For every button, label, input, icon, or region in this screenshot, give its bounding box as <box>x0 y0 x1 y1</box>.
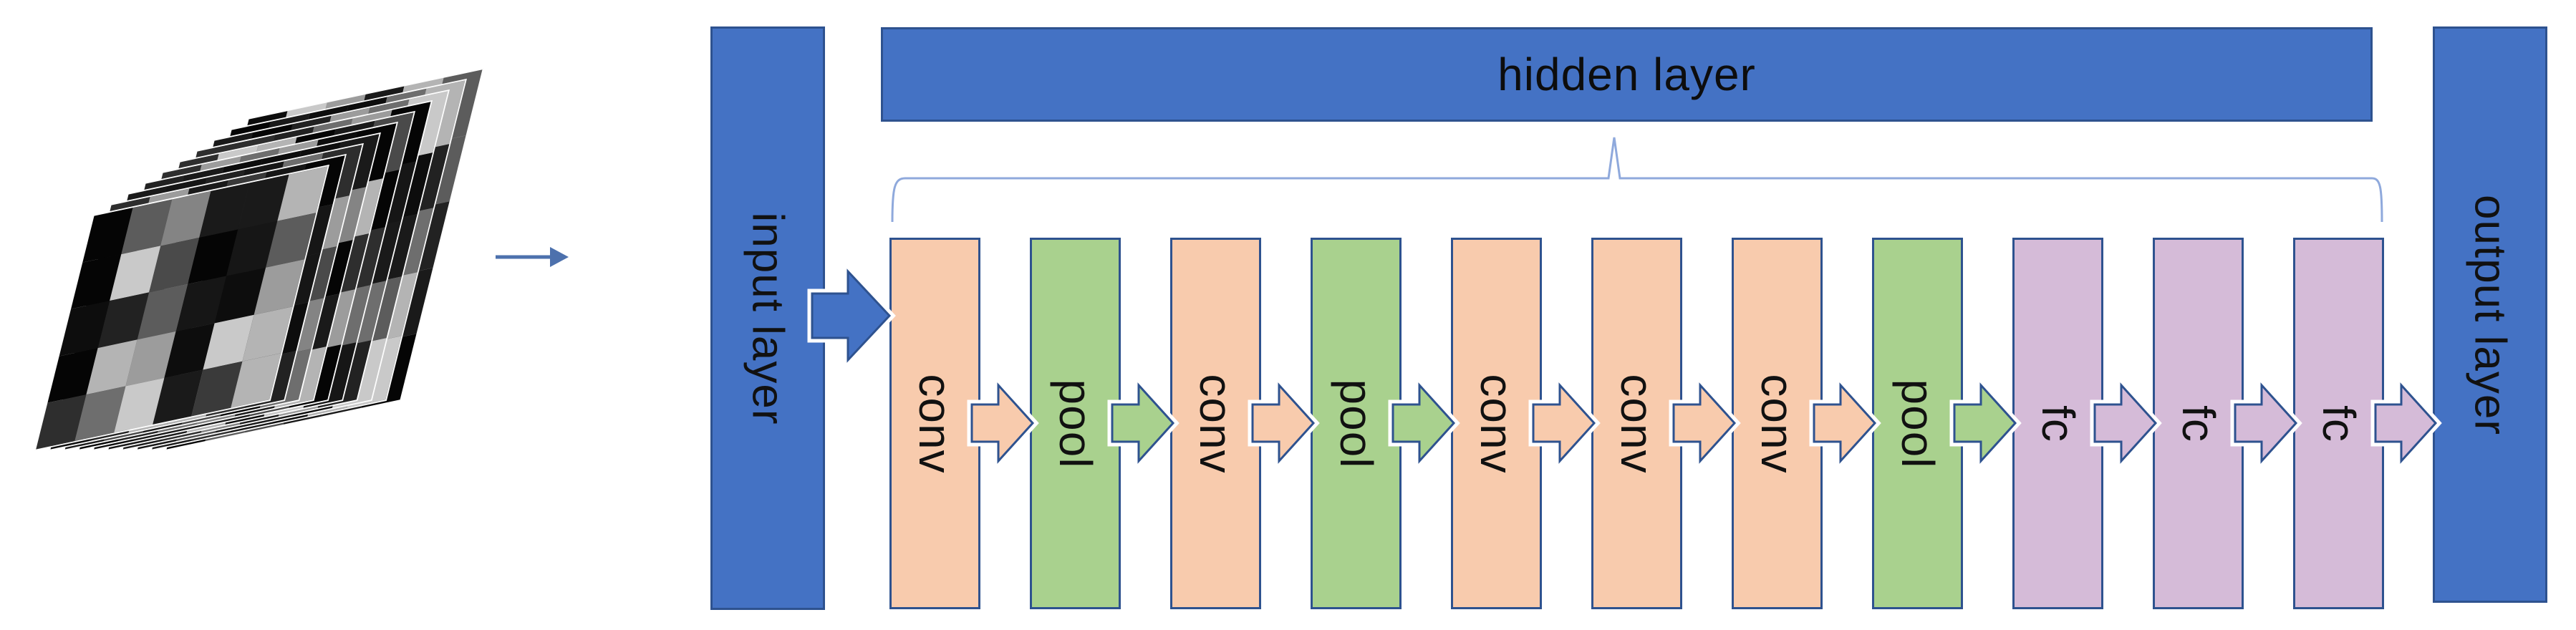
flow-arrow-fc <box>2374 382 2438 464</box>
flow-arrow-fc <box>2093 382 2158 464</box>
block-label: pool <box>1330 379 1382 468</box>
flow-arrow-fc-casing <box>2230 373 2302 473</box>
hidden-layer-banner: hidden layer <box>881 27 2373 122</box>
block-pool: pool <box>1311 238 1402 609</box>
flow-arrow-conv <box>1532 382 1596 464</box>
output-layer-bar: output layer <box>2433 26 2547 603</box>
flow-arrow-pool <box>1111 382 1175 464</box>
flow-arrow-conv-casing <box>1248 373 1320 473</box>
flow-arrow-pool <box>1391 382 1456 464</box>
flow-arrow-conv-casing <box>1669 373 1741 473</box>
block-label: fc <box>2312 404 2365 442</box>
block-pool: pool <box>1872 238 1963 609</box>
block-fc: fc <box>2293 238 2384 609</box>
block-fc: fc <box>2012 238 2103 609</box>
flow-arrow-conv <box>1813 382 1877 464</box>
block-conv: conv <box>1170 238 1261 609</box>
flow-arrow-fc <box>2234 382 2298 464</box>
block-fc: fc <box>2153 238 2244 609</box>
input-layer-bar: input layer <box>710 26 825 610</box>
flow-arrow-pool <box>1953 382 2017 464</box>
block-label: pool <box>1891 379 1944 468</box>
flow-arrow-pool-casing <box>1949 373 2022 473</box>
flow-arrow-conv-casing <box>1809 373 1881 473</box>
flow-arrow-conv <box>1251 382 1316 464</box>
block-label: fc <box>2032 404 2084 442</box>
block-label: conv <box>1470 373 1523 474</box>
flow-arrow-pool-casing <box>1107 373 1180 473</box>
block-conv: conv <box>1451 238 1542 609</box>
flow-arrow-conv-casing <box>1528 373 1601 473</box>
output-layer-label: output layer <box>2465 194 2515 435</box>
block-pool: pool <box>1030 238 1121 609</box>
hidden-layer-label: hidden layer <box>1497 49 1756 100</box>
flow-arrow-pool-casing <box>1388 373 1460 473</box>
block-label: conv <box>1611 373 1663 474</box>
block-label: conv <box>1751 373 1803 474</box>
flow-arrow-conv <box>970 382 1035 464</box>
flow-arrow-conv <box>1672 382 1737 464</box>
input-layer-label: input layer <box>743 211 793 425</box>
block-conv: conv <box>1591 238 1682 609</box>
block-label: fc <box>2172 404 2224 442</box>
block-conv: conv <box>889 238 980 609</box>
flow-arrow-conv-casing <box>967 373 1039 473</box>
block-label: pool <box>1049 379 1101 468</box>
block-conv: conv <box>1732 238 1823 609</box>
right-arrow-icon <box>496 247 569 267</box>
flow-arrow-fc-casing <box>2370 373 2442 473</box>
curly-brace <box>891 137 2383 223</box>
block-label: conv <box>1190 373 1242 474</box>
flow-arrow-fc-casing <box>2090 373 2162 473</box>
block-label: conv <box>909 373 961 474</box>
